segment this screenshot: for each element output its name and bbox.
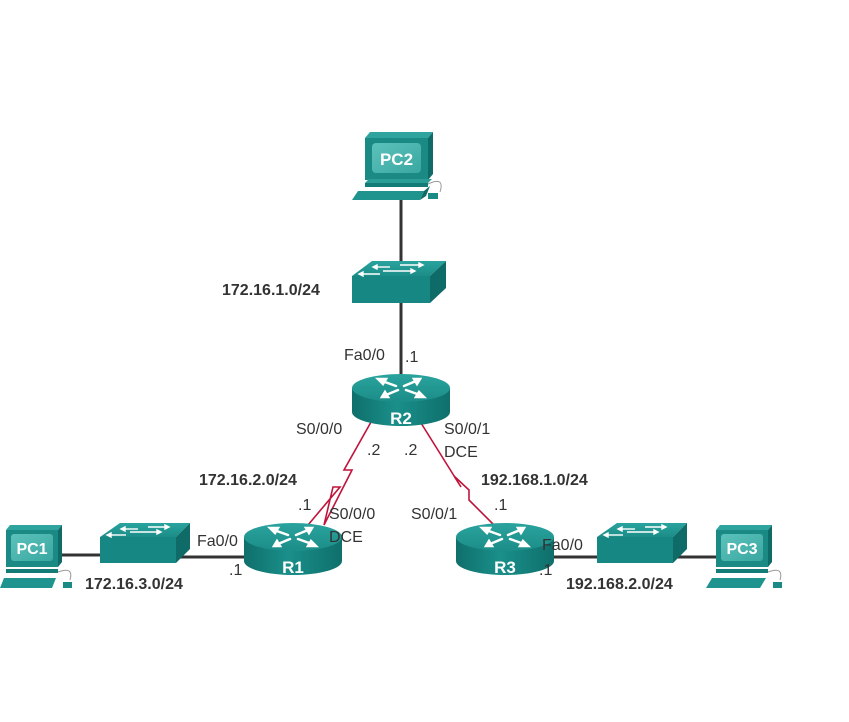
- network-label-wan-r2-r3: 192.168.1.0/24: [481, 472, 588, 489]
- r2-s000-interface: S0/0/0: [296, 421, 343, 438]
- r2-fa00-interface: Fa0/0: [344, 347, 385, 364]
- r2-fa00-host: .1: [405, 349, 419, 366]
- switch-r2-lan[interactable]: [352, 261, 446, 303]
- r1-fa00-host: .1: [229, 562, 243, 579]
- pc1-device[interactable]: PC1: [0, 525, 72, 588]
- router-r1[interactable]: R1: [244, 523, 342, 577]
- r2-s000-host: .2: [367, 442, 381, 459]
- r2-s001-host: .2: [404, 442, 418, 459]
- switch-r3-lan[interactable]: [597, 523, 687, 563]
- pc2-device[interactable]: PC2: [352, 132, 442, 200]
- pc2-label: PC2: [380, 150, 413, 169]
- network-label-lan-r3: 192.168.2.0/24: [566, 576, 673, 593]
- pc1-label: PC1: [16, 541, 47, 558]
- r2-s001-interface: S0/0/1: [444, 421, 491, 438]
- r3-fa00-interface: Fa0/0: [542, 537, 583, 554]
- network-label-wan-r1-r2: 172.16.2.0/24: [199, 472, 297, 489]
- network-label-lan-r1: 172.16.3.0/24: [85, 576, 183, 593]
- r2-label: R2: [390, 409, 412, 428]
- serial-link-r2-r3: [415, 414, 498, 529]
- switch-r1-lan[interactable]: [100, 523, 190, 563]
- r1-s000-dce: DCE: [329, 529, 363, 546]
- r3-s001-interface: S0/0/1: [411, 506, 458, 523]
- r1-label: R1: [282, 558, 304, 577]
- pc3-label: PC3: [726, 541, 757, 558]
- router-r3[interactable]: R3: [456, 523, 554, 577]
- r3-label: R3: [494, 558, 516, 577]
- r1-fa00-interface: Fa0/0: [197, 533, 238, 550]
- router-r2[interactable]: R2: [352, 374, 450, 428]
- pc3-device[interactable]: PC3: [706, 525, 782, 588]
- serial-link-r1-r2: [307, 414, 376, 526]
- r2-s001-dce: DCE: [444, 444, 478, 461]
- r3-s001-host: .1: [494, 497, 508, 514]
- r3-fa00-host: .1: [539, 562, 553, 579]
- r1-s000-host: .1: [298, 497, 312, 514]
- network-label-lan-r2: 172.16.1.0/24: [222, 282, 320, 299]
- r1-s000-interface: S0/0/0: [329, 506, 376, 523]
